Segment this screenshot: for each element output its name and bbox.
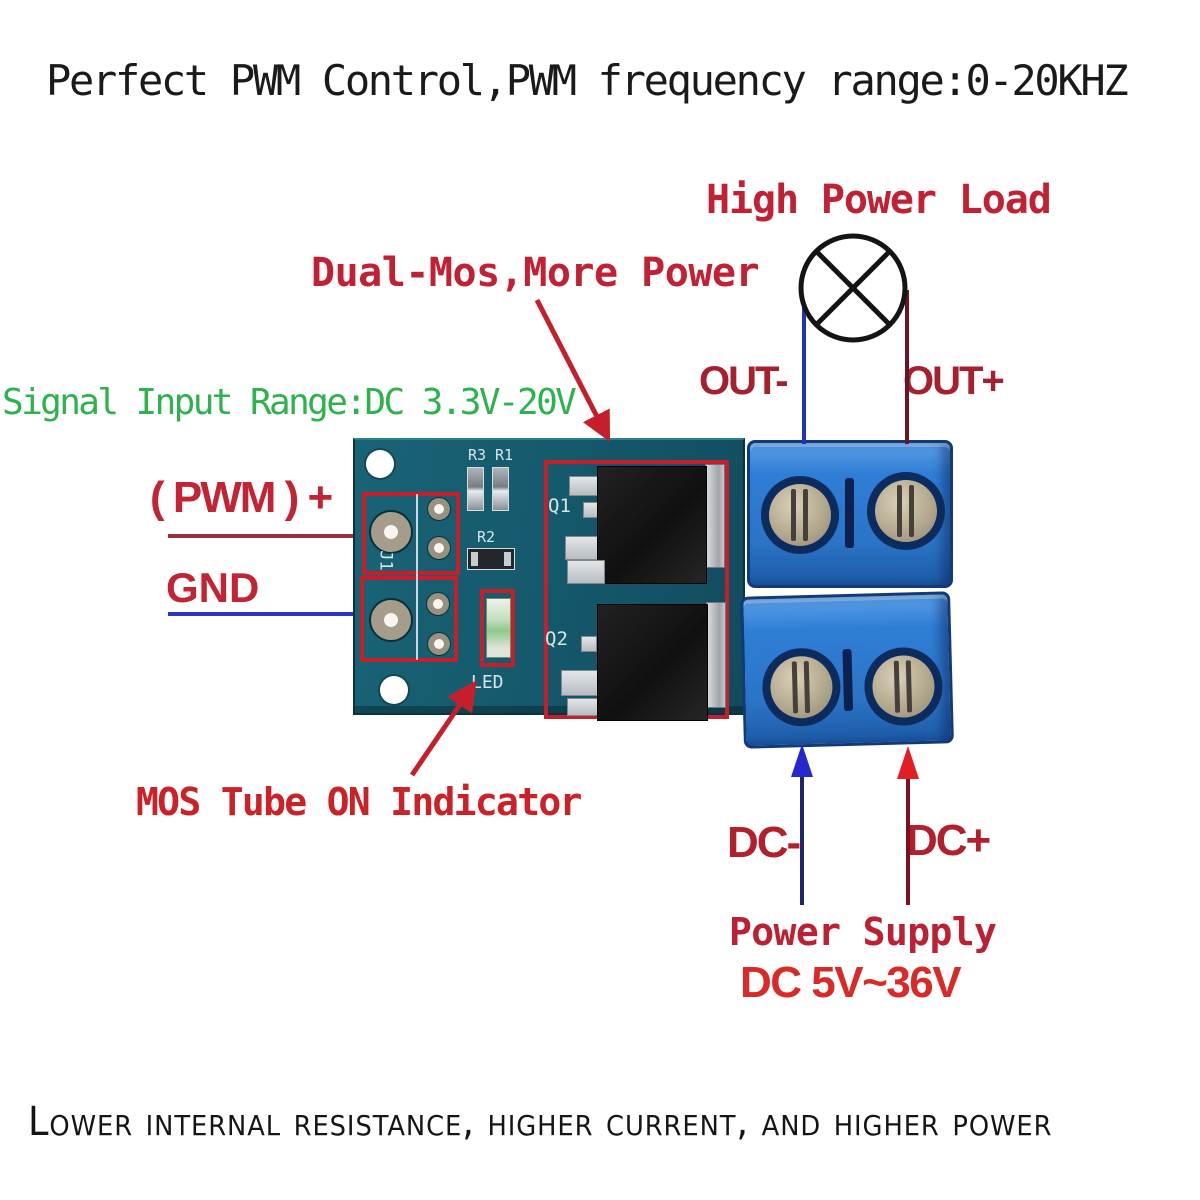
q1-lead-3 (565, 536, 601, 560)
out-plus-screw (867, 472, 945, 550)
power-supply-label: Power Supply (729, 910, 997, 954)
silkscreen-q1: Q1 (548, 495, 571, 517)
terminal-divider-2 (842, 648, 854, 712)
footer-caption: Lower internal resistance, higher curren… (28, 1099, 1053, 1145)
small-pad-3 (427, 593, 449, 615)
dc-voltage-range-label: DC 5V~36V (740, 958, 962, 1007)
pcb-board: J1 R3 R1 R2 LED Q1 Q2 (353, 438, 745, 721)
q2-lead-1 (567, 560, 605, 584)
silkscreen-r3: R3 (468, 446, 487, 464)
silkscreen-divider-line (416, 494, 418, 660)
silkscreen-led: LED (471, 672, 504, 693)
input-header-highlight-lower (360, 576, 458, 662)
dual-mos-label: Dual-Mos,More Power (311, 250, 760, 296)
out-minus-screw (761, 476, 839, 554)
led-highlight-box (480, 589, 515, 667)
q2-lead-2 (581, 636, 597, 652)
lamp-icon (798, 233, 908, 343)
mosfet-q1 (597, 466, 707, 584)
silkscreen-r1: R1 (495, 446, 514, 464)
mounting-hole-bottom (380, 676, 408, 704)
gnd-pad (371, 600, 411, 640)
mounting-hole-top (366, 450, 394, 478)
gnd-label: GND (166, 564, 260, 611)
small-pad-1 (428, 498, 450, 520)
silkscreen-r2: R2 (477, 528, 496, 546)
output-terminal-block (747, 440, 953, 588)
page-title: Perfect PWM Control,PWM frequency range:… (46, 56, 1129, 105)
mos-indicator-label: MOS Tube ON Indicator (136, 780, 582, 824)
resistor-r1 (492, 467, 509, 511)
q2-tab (706, 602, 726, 708)
pwm-pad (371, 512, 411, 552)
q2-lead-3 (561, 670, 601, 696)
signal-input-range-label: Signal Input Range:DC 3.3V-20V (2, 382, 577, 423)
led-component (486, 598, 511, 658)
small-pad-4 (428, 633, 450, 655)
dc-plus-label: DC+ (906, 816, 991, 865)
q1-tab (705, 464, 725, 568)
small-pad-2 (428, 537, 450, 559)
dc-minus-label: DC- (727, 818, 801, 867)
input-header-highlight-upper (362, 492, 460, 575)
high-power-load-label: High Power Load (706, 177, 1052, 223)
mosfet-q2 (597, 604, 708, 721)
pwm-input-label: ( PWM ) + (150, 473, 333, 522)
resistor-r3 (467, 467, 484, 511)
dc-minus-screw (761, 647, 842, 728)
dc-plus-screw (863, 646, 944, 727)
silkscreen-j1: J1 (375, 550, 396, 571)
resistor-r2 (467, 548, 515, 570)
terminal-divider (845, 478, 854, 548)
out-plus-label: OUT+ (903, 359, 1005, 403)
supply-terminal-block (740, 591, 954, 749)
out-minus-label: OUT- (699, 359, 789, 403)
silkscreen-q2: Q2 (545, 628, 568, 650)
